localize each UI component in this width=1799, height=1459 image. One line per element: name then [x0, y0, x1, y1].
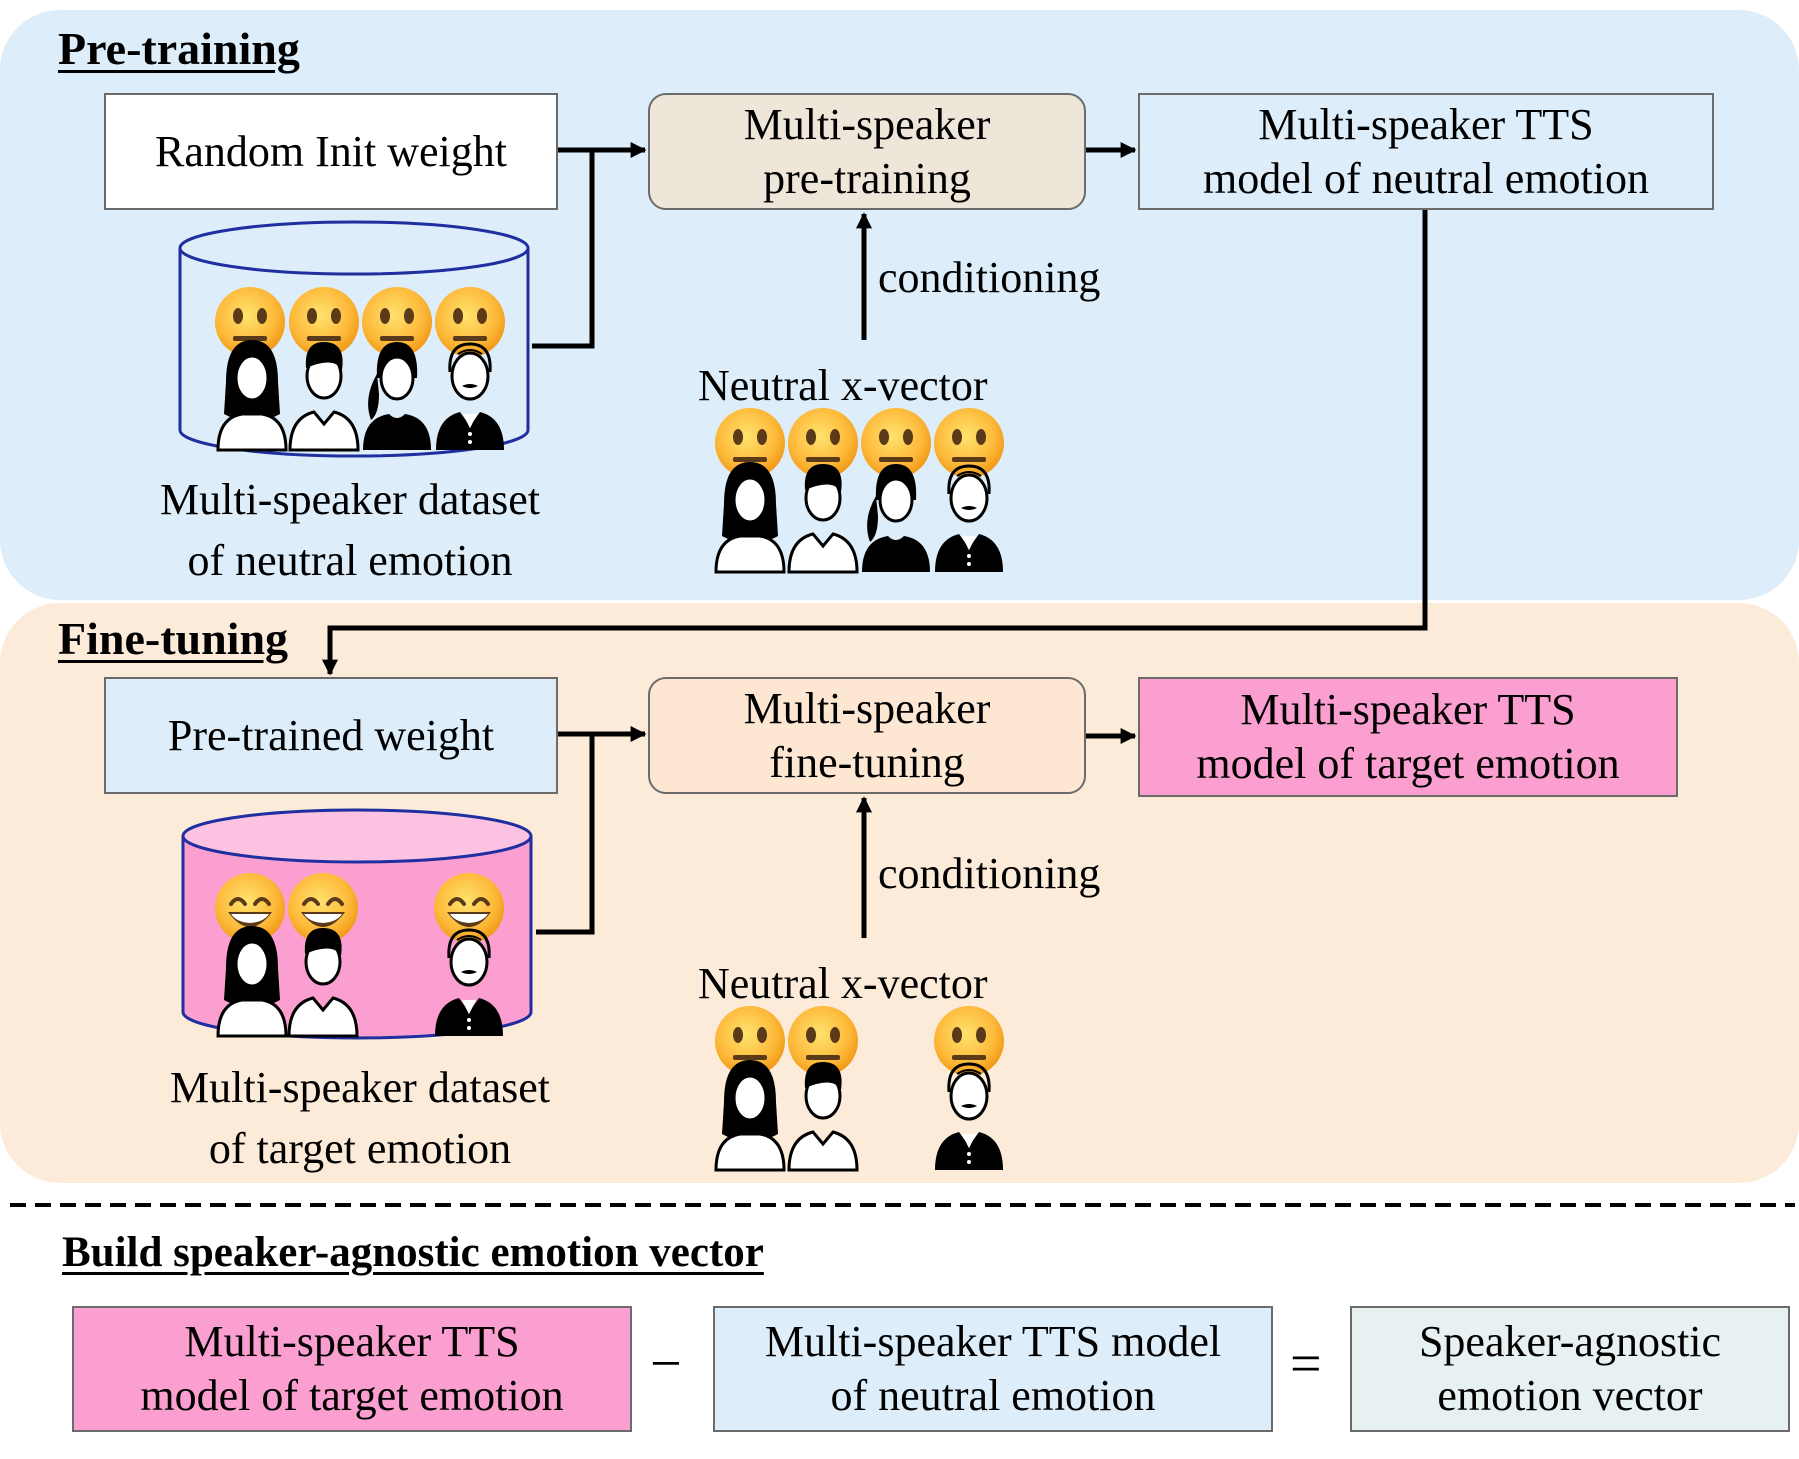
finetuning-xvector-speakers — [714, 1058, 1005, 1172]
build-neutral-model-label: Multi-speaker TTS model of neutral emoti… — [764, 1317, 1222, 1420]
pretrained-weight-label: Pre-trained weight — [167, 710, 495, 760]
female-speaker-icon — [860, 462, 932, 574]
pretraining-conditioning-label: conditioning — [878, 253, 1101, 302]
build-target-model-label: Multi-speaker TTS model of target emotio… — [140, 1317, 564, 1420]
finetuning-title: Fine-tuning — [58, 613, 289, 664]
random-init-box: Random Init weight — [104, 93, 558, 210]
grinning-face-icon — [432, 871, 506, 945]
build-target-model-box: Multi-speaker TTS model of target emotio… — [72, 1306, 632, 1432]
female-speaker-icon — [714, 1058, 786, 1172]
finetuning-label: Multi-speaker fine-tuning — [743, 683, 991, 787]
target-dataset-caption: Multi-speaker dataset of target emotion — [170, 1063, 550, 1173]
weight-transfer-arrow — [321, 210, 1428, 676]
random-init-label: Random Init weight — [155, 126, 507, 176]
equals-operator: = — [1290, 1333, 1322, 1395]
build-title: Build speaker-agnostic emotion vector — [62, 1229, 764, 1276]
male-speaker-icon — [787, 1060, 859, 1172]
dataset-to-finetuning-connector — [536, 734, 595, 935]
emotion-vector-label: Speaker-agnostic emotion vector — [1418, 1317, 1722, 1420]
pretraining-label: Multi-speaker pre-training — [743, 99, 991, 203]
female-speaker-icon — [714, 460, 786, 574]
emotion-vector-box: Speaker-agnostic emotion vector — [1350, 1306, 1790, 1432]
build-neutral-model-box: Multi-speaker TTS model of neutral emoti… — [713, 1306, 1273, 1432]
neutral-face-icon — [435, 287, 505, 357]
finetuning-xvector-label: Neutral x-vector — [698, 959, 988, 1008]
minus-operator: − — [650, 1333, 682, 1395]
dataset-to-pretraining-connector — [532, 150, 595, 349]
pretraining-xvector-speakers — [714, 460, 1005, 574]
pretrained-weight-box: Pre-trained weight — [104, 677, 558, 794]
male-speaker-icon — [787, 462, 859, 574]
neutral-tts-model-label: Multi-speaker TTS model of neutral emoti… — [1203, 99, 1649, 203]
finetuning-box: Multi-speaker fine-tuning — [648, 677, 1086, 794]
target-tts-model-label: Multi-speaker TTS model of target emotio… — [1196, 685, 1620, 788]
pretraining-box: Multi-speaker pre-training — [648, 93, 1086, 210]
pretraining-title: Pre-training — [58, 23, 300, 74]
finetuning-conditioning-label: conditioning — [878, 849, 1101, 898]
target-tts-model-box: Multi-speaker TTS model of target emotio… — [1138, 677, 1678, 797]
neutral-tts-model-box: Multi-speaker TTS model of neutral emoti… — [1138, 93, 1714, 210]
elderly-speaker-icon — [933, 1062, 1005, 1172]
pretraining-xvector-label: Neutral x-vector — [698, 361, 988, 410]
connectors — [321, 141, 1428, 938]
elderly-speaker-icon — [933, 464, 1005, 574]
neutral-dataset-caption: Multi-speaker dataset of neutral emotion — [160, 475, 540, 585]
